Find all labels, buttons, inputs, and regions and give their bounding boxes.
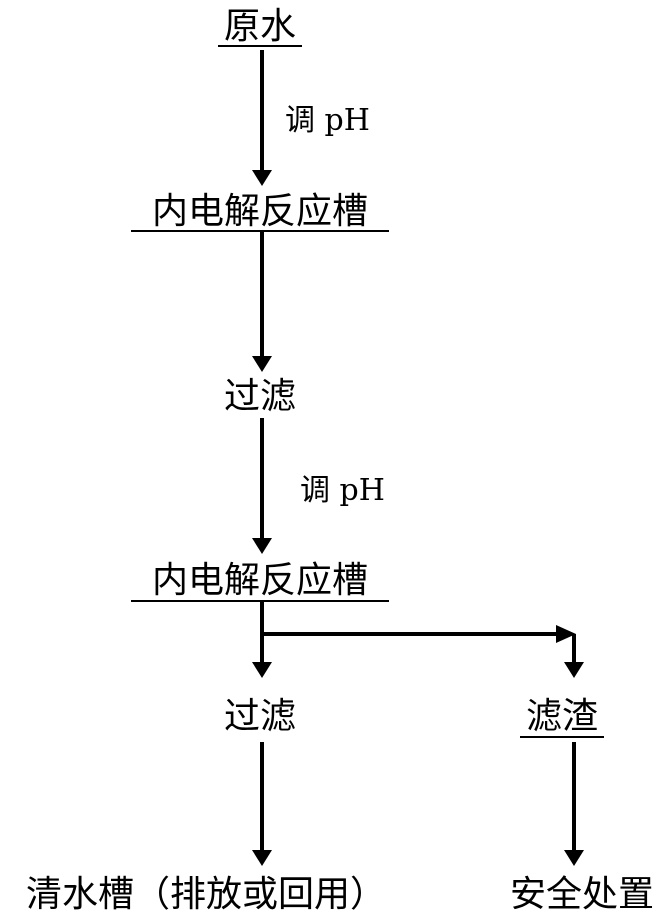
node-reactor-2-label: 内电解反应槽: [152, 560, 368, 601]
node-clear-water-tank-label: 清水槽（排放或回用）: [26, 874, 386, 915]
node-filter-1: 过滤: [224, 376, 296, 417]
node-filter-residue: 滤渣: [520, 696, 604, 738]
node-filter-residue-label: 滤渣: [526, 696, 598, 737]
arrow-reactor-1-to-filter-1-head: [252, 356, 272, 372]
arrow-reactor-1-to-filter-1: [252, 231, 272, 372]
arrow-reactor-2-to-filter-2: [252, 601, 272, 678]
arrow-filter-2-to-clear-water: [252, 742, 272, 866]
edge-label-adjust-ph-2: 调 pH: [300, 473, 385, 508]
node-filter-2-label: 过滤: [224, 696, 296, 737]
arrow-raw-to-reactor-1: [252, 50, 272, 186]
node-raw-water-label: 原水: [224, 6, 296, 47]
arrow-reactor-2-to-residue: [262, 625, 584, 678]
node-reactor-1: 内电解反应槽: [131, 191, 389, 232]
node-raw-water: 原水: [218, 6, 302, 47]
node-filter-2: 过滤: [224, 696, 296, 737]
arrow-filter-2-to-clear-water-head: [252, 850, 272, 866]
arrow-residue-to-safe-disposal: [564, 742, 584, 866]
node-filter-1-label: 过滤: [224, 376, 296, 417]
arrow-residue-to-safe-disposal-head: [564, 850, 584, 866]
node-reactor-2: 内电解反应槽: [131, 560, 389, 602]
arrow-filter-1-to-reactor-2-head: [252, 538, 272, 554]
arrow-filter-1-to-reactor-2: [252, 418, 272, 554]
arrow-reactor-2-to-filter-2-head: [252, 662, 272, 678]
node-clear-water-tank: 清水槽（排放或回用）: [26, 874, 386, 915]
node-reactor-1-label: 内电解反应槽: [152, 191, 368, 232]
node-safe-disposal-label: 安全处置: [510, 874, 654, 915]
edge-label-adjust-ph-1: 调 pH: [285, 103, 370, 138]
node-safe-disposal: 安全处置: [510, 874, 654, 915]
arrow-branch-vertical-head: [564, 662, 584, 678]
arrow-raw-to-reactor-1-head: [252, 170, 272, 186]
arrow-branch-horizontal-head: [556, 625, 576, 643]
